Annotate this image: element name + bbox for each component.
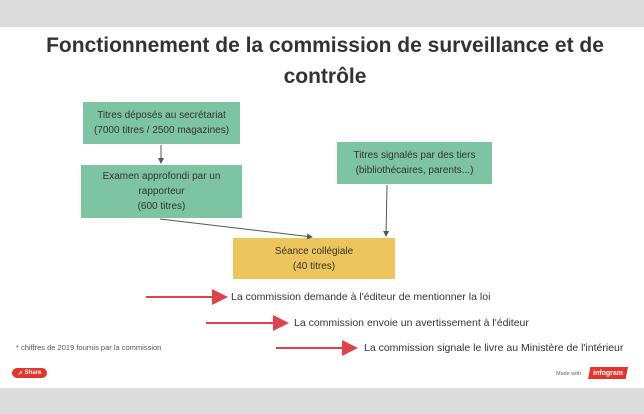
share-label: Share — [24, 370, 42, 376]
made-with-text: Made with — [556, 371, 582, 377]
outcome-avertissement: La commission envoie un avertissement à … — [294, 317, 529, 329]
box-line: (7000 titres / 2500 magazines) — [93, 125, 230, 136]
box-line: rapporteur — [138, 186, 185, 197]
box-line: (bibliothécaires, parents...) — [355, 165, 474, 176]
page-title: Fonctionnement de la commission de surve… — [46, 34, 604, 88]
box-line: Séance collégiale — [274, 245, 354, 257]
box-line: (40 titres) — [292, 260, 336, 272]
box-line: (600 titres) — [137, 201, 186, 212]
outcome-signale-ministere: La commission signale le livre au Minist… — [364, 342, 624, 354]
box-line: Examen approfondi par un — [102, 171, 221, 182]
box-line: Titres déposés au secrétariat — [97, 110, 226, 121]
connector-examen-seance — [159, 218, 313, 240]
infogram-logo[interactable]: infogram — [588, 367, 628, 379]
box-seance-collegiale: Séance collégiale (40 titres) — [233, 238, 395, 279]
box-line: Titres signalés par des tiers — [353, 150, 476, 161]
box-examen-approfondi: Examen approfondi par un rapporteur (600… — [81, 165, 242, 218]
connector-signales-seance — [383, 184, 390, 237]
outcome-mentionner-loi: La commission demande à l'éditeur de men… — [231, 291, 491, 303]
box-titres-signales: Titres signalés par des tiers (bibliothé… — [337, 142, 492, 184]
footnote: * chiffres de 2019 fournis par la commis… — [16, 343, 162, 352]
box-titres-deposes: Titres déposés au secrétariat (7000 titr… — [83, 102, 240, 144]
share-button[interactable]: ↗ Share — [12, 368, 47, 378]
share-icon: ↗ — [17, 370, 23, 377]
